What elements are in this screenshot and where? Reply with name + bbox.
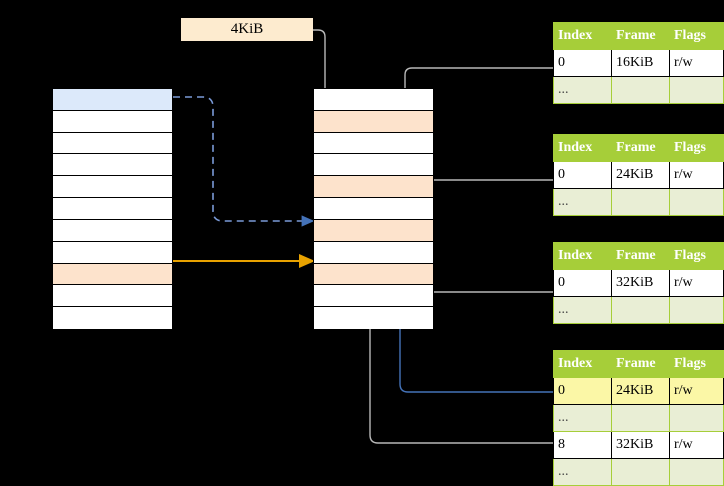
cell-index: 0 bbox=[553, 49, 612, 77]
column-header-frame: Frame bbox=[611, 350, 670, 378]
table-row: ... bbox=[553, 76, 724, 104]
physical-frame-cell bbox=[314, 110, 433, 133]
physical-frame-cell bbox=[314, 307, 433, 329]
physical-frame-cell bbox=[314, 176, 433, 199]
cell-flags: r/w bbox=[669, 431, 724, 459]
cell-flags bbox=[669, 188, 724, 216]
cell-index: ... bbox=[553, 76, 612, 104]
cell-frame: 24KiB bbox=[611, 377, 670, 405]
cell-index: ... bbox=[553, 404, 612, 432]
virtual-address-cell bbox=[53, 285, 172, 308]
cell-index: 8 bbox=[553, 431, 612, 459]
physical-frame-cell bbox=[314, 219, 433, 242]
cell-flags bbox=[669, 458, 724, 486]
column-header-index: Index bbox=[553, 134, 612, 162]
physical-frame-cell bbox=[314, 132, 433, 155]
physical-frame-cell bbox=[314, 89, 433, 111]
cell-frame bbox=[611, 404, 670, 432]
virtual-address-cell bbox=[53, 198, 172, 220]
physical-frame-cell bbox=[314, 285, 433, 308]
physical-frame-cell bbox=[314, 198, 433, 220]
cell-flags: r/w bbox=[669, 161, 724, 189]
cell-frame: 16KiB bbox=[611, 49, 670, 77]
virtual-address-cell bbox=[53, 132, 172, 155]
virtual-address-cell bbox=[53, 263, 172, 286]
column-header-frame: Frame bbox=[611, 134, 670, 162]
virtual-address-cell bbox=[53, 89, 172, 111]
cell-index: 0 bbox=[553, 269, 612, 297]
cell-flags bbox=[669, 296, 724, 324]
virtual-address-cell bbox=[53, 110, 172, 133]
cell-index: ... bbox=[553, 458, 612, 486]
table-row: ... bbox=[553, 296, 724, 324]
physical-frame-cell bbox=[314, 263, 433, 286]
column-header-flags: Flags bbox=[669, 134, 724, 162]
virtual-address-cell bbox=[53, 176, 172, 199]
cell-index: 0 bbox=[553, 161, 612, 189]
virtual-address-cell bbox=[53, 241, 172, 264]
link-size-to-frame bbox=[313, 29, 330, 114]
link-table3-to-frame bbox=[415, 262, 553, 293]
cell-frame: 24KiB bbox=[611, 161, 670, 189]
virtual-address-cell bbox=[53, 307, 172, 329]
table-row: ... bbox=[553, 188, 724, 216]
size-label: 4KiB bbox=[181, 18, 313, 41]
cell-frame bbox=[611, 188, 670, 216]
table-row: ... bbox=[553, 404, 724, 432]
column-header-flags: Flags bbox=[669, 350, 724, 378]
cell-frame: 32KiB bbox=[611, 431, 670, 459]
column-header-index: Index bbox=[553, 350, 612, 378]
link-vaddr-blue bbox=[173, 96, 315, 227]
cell-index: ... bbox=[553, 188, 612, 216]
column-header-flags: Flags bbox=[669, 242, 724, 270]
size-label-text: 4KiB bbox=[230, 21, 264, 37]
cell-flags bbox=[669, 76, 724, 104]
cell-index: ... bbox=[553, 296, 612, 324]
virtual-address-cell bbox=[53, 219, 172, 242]
virtual-address-column bbox=[52, 88, 173, 329]
virtual-address-cell bbox=[53, 154, 172, 177]
physical-frame-cell bbox=[314, 241, 433, 264]
table-row: ... bbox=[553, 458, 724, 486]
link-table1-to-frame bbox=[400, 67, 553, 181]
link-table4-to-frame bbox=[395, 224, 553, 393]
physical-frame-cell bbox=[314, 154, 433, 177]
column-header-index: Index bbox=[553, 242, 612, 270]
column-header-frame: Frame bbox=[611, 242, 670, 270]
physical-memory-column bbox=[313, 88, 434, 329]
cell-frame: 32KiB bbox=[611, 269, 670, 297]
cell-frame bbox=[611, 76, 670, 104]
cell-index: 0 bbox=[553, 377, 612, 405]
link-table2-to-frame bbox=[415, 179, 553, 224]
cell-frame bbox=[611, 296, 670, 324]
cell-flags bbox=[669, 404, 724, 432]
column-header-frame: Frame bbox=[611, 22, 670, 50]
column-header-index: Index bbox=[553, 22, 612, 50]
cell-flags: r/w bbox=[669, 269, 724, 297]
cell-flags: r/w bbox=[669, 49, 724, 77]
cell-frame bbox=[611, 458, 670, 486]
column-header-flags: Flags bbox=[669, 22, 724, 50]
cell-flags: r/w bbox=[669, 377, 724, 405]
